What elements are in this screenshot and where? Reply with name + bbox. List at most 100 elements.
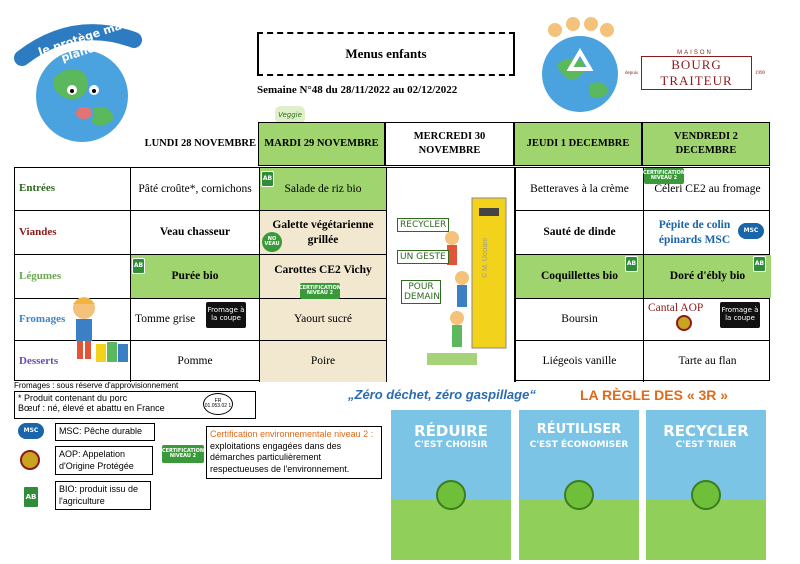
mercredi-recycling-image: RECYCLER UN GESTE POUR DEMAIN © M. Uccia… bbox=[386, 168, 515, 382]
poster-subtitle: C'EST TRIER bbox=[675, 440, 737, 450]
brand-year: 1990 bbox=[755, 70, 765, 76]
kid-recycling-image bbox=[68, 294, 130, 370]
menu-cell-text: Tomme grise bbox=[135, 313, 196, 326]
day-header-jeudi: JEUDI 1 DECEMBRE bbox=[514, 122, 642, 166]
menu-cell: Pâté croûte*, cornichons bbox=[130, 168, 259, 210]
niveau2-label: CERTIFICATION NIVEAU 2 bbox=[161, 448, 205, 459]
bio-ab-label: AB bbox=[626, 260, 637, 267]
poster-character bbox=[436, 480, 466, 510]
bio-ab-label: AB bbox=[262, 175, 273, 182]
note-porc: * Produit contenant du porc bbox=[18, 393, 128, 403]
brand-depuis: depuis bbox=[625, 70, 639, 76]
bio-ab-icon: AB bbox=[625, 256, 638, 272]
aop-icon bbox=[676, 315, 692, 331]
menu-cell: Doré d'ébly bio bbox=[643, 255, 771, 298]
note-box: * Produit contenant du porc Bœuf : né, é… bbox=[14, 391, 256, 419]
menu-cell: Liégeois vanille bbox=[515, 341, 643, 382]
legend-cert-title: Certification environnementale niveau 2 … bbox=[210, 429, 374, 439]
menu-cell-text: Cantal AOP bbox=[648, 302, 704, 314]
veggie-label: Veggie bbox=[278, 111, 302, 119]
niveau2-label: CERTIFICATION NIVEAU 2 bbox=[298, 285, 342, 296]
row-entrees: Entrées Pâté croûte*, cornichons Salade … bbox=[15, 168, 769, 210]
certification-niveau2-icon: CERTIFICATION NIVEAU 2 bbox=[298, 283, 342, 299]
bio-ab-label: AB bbox=[25, 492, 37, 501]
mercredi-word-2: UN GESTE bbox=[397, 250, 449, 264]
day-header-vendredi: VENDREDI 2 DECEMBRE bbox=[642, 122, 770, 166]
legend-aop: AOP: Appelation d'Origine Protégée bbox=[55, 446, 153, 476]
row-legumes: Légumes Purée bio Carottes CE2 Vichy Coq… bbox=[15, 254, 771, 298]
week-range: Semaine N°48 du 28/11/2022 au 02/12/2022 bbox=[257, 84, 458, 96]
row-label: Légumes bbox=[19, 269, 62, 282]
msc-icon: MSC bbox=[738, 223, 764, 239]
bio-ab-icon: AB bbox=[132, 258, 145, 274]
menu-cell: Céleri CE2 au fromage bbox=[643, 168, 771, 210]
menu-cell: Purée bio bbox=[130, 255, 259, 298]
bio-ab-icon: AB bbox=[23, 486, 39, 508]
slogan-zero-dechet: „Zéro déchet, zéro gaspillage“ bbox=[348, 387, 536, 402]
certification-niveau2-icon: CERTIFICATION NIVEAU 2 bbox=[642, 168, 686, 184]
menu-cell: Sauté de dinde bbox=[515, 211, 643, 254]
sanitary-stamp: FR 01.053.02 1 bbox=[203, 393, 233, 415]
poster-title: RÉUTILISER bbox=[536, 422, 622, 437]
recycling-globe-image bbox=[535, 14, 625, 114]
msc-label: MSC bbox=[743, 227, 759, 234]
row-label: Entrées bbox=[19, 182, 56, 195]
mercredi-word-3: POUR DEMAIN bbox=[401, 280, 441, 304]
bio-ab-icon: AB bbox=[753, 256, 766, 272]
menu-cell: Coquillettes bio bbox=[515, 255, 643, 298]
legend-bio: BIO: produit issu de l'agriculture bbox=[55, 481, 151, 511]
poster-subtitle: C'EST ÉCONOMISER bbox=[529, 440, 629, 450]
coupe-label: Fromage à la coupe bbox=[721, 306, 759, 322]
poster-recycler: RECYCLER C'EST TRIER bbox=[646, 410, 766, 560]
bio-ab-label: AB bbox=[754, 260, 765, 267]
brand-logo: MAISON depuis BOURG TRAITEUR 1990 bbox=[625, 50, 765, 90]
menu-cell: Cantal AOP bbox=[643, 299, 771, 340]
menu-cell: Boursin bbox=[515, 299, 643, 340]
poster-reduire: RÉDUIRE C'EST CHOISIR bbox=[391, 410, 511, 560]
menu-cell: Pépite de colin épinards MSC bbox=[643, 211, 771, 254]
note-fromages: Fromages : sous réserve d'approvisionnem… bbox=[14, 381, 179, 390]
page-title: Menus enfants bbox=[257, 32, 515, 76]
legend-msc-text: MSC: Pêche durable bbox=[59, 426, 143, 436]
certification-niveau2-icon: CERTIFICATION NIVEAU 2 bbox=[162, 445, 204, 463]
fromage-coupe-icon: Fromage à la coupe bbox=[206, 302, 246, 328]
menu-cell: Pomme bbox=[130, 341, 259, 382]
menu-cell: Salade de riz bio bbox=[259, 168, 386, 210]
no-veau-label: NO VEAU bbox=[264, 236, 280, 247]
bio-ab-label: AB bbox=[133, 262, 144, 269]
no-veau-icon: NO VEAU bbox=[262, 232, 282, 252]
fromage-coupe-icon: Fromage à la coupe bbox=[720, 302, 760, 328]
legend-msc: MSC: Pêche durable bbox=[55, 423, 155, 441]
stamp-text: FR 01.053.02 1 bbox=[204, 397, 232, 409]
menu-cell: Carottes CE2 Vichy bbox=[259, 255, 386, 298]
poster-title: RÉDUIRE bbox=[414, 422, 488, 440]
aop-icon bbox=[20, 450, 40, 470]
menu-cell: Yaourt sucré bbox=[259, 299, 386, 340]
legend-certification: Certification environnementale niveau 2 … bbox=[206, 426, 382, 479]
veggie-icon: Veggie bbox=[275, 106, 305, 124]
slogan-regle-3r: LA RÈGLE DES « 3R » bbox=[580, 387, 729, 403]
planet-logo: Je protège ma planète bbox=[14, 18, 144, 148]
mercredi-watermark: © M. Ucciani bbox=[482, 238, 489, 278]
poster-character bbox=[691, 480, 721, 510]
coupe-label: Fromage à la coupe bbox=[207, 306, 245, 322]
menu-cell: Tarte au flan bbox=[643, 341, 771, 382]
brand-name: BOURG TRAITEUR bbox=[641, 56, 752, 90]
menu-body: Entrées Pâté croûte*, cornichons Salade … bbox=[14, 167, 771, 382]
poster-reutiliser: RÉUTILISER C'EST ÉCONOMISER bbox=[519, 410, 639, 560]
legend-cert-text: exploitations engagées dans des démarche… bbox=[210, 440, 350, 475]
menu-table: LUNDI 28 NOVEMBRE MARDI 29 NOVEMBRE MERC… bbox=[14, 122, 771, 382]
row-label: Viandes bbox=[19, 225, 57, 238]
msc-icon: MSC bbox=[18, 423, 44, 439]
menu-cell: Veau chasseur bbox=[130, 211, 259, 254]
legend-bio-text: BIO: produit issu de l'agriculture bbox=[59, 484, 139, 506]
bio-ab-icon: AB bbox=[261, 171, 274, 187]
niveau2-label: CERTIFICATION NIVEAU 2 bbox=[642, 170, 686, 181]
poster-subtitle: C'EST CHOISIR bbox=[414, 440, 488, 450]
note-boeuf: Bœuf : né, élevé et abattu en France bbox=[18, 403, 165, 413]
brand-small: MAISON bbox=[677, 50, 713, 56]
menu-cell: Betteraves à la crème bbox=[515, 168, 643, 210]
msc-label: MSC bbox=[23, 427, 39, 434]
row-label: Fromages bbox=[19, 312, 66, 325]
menu-cell: Tomme grise bbox=[130, 299, 259, 340]
